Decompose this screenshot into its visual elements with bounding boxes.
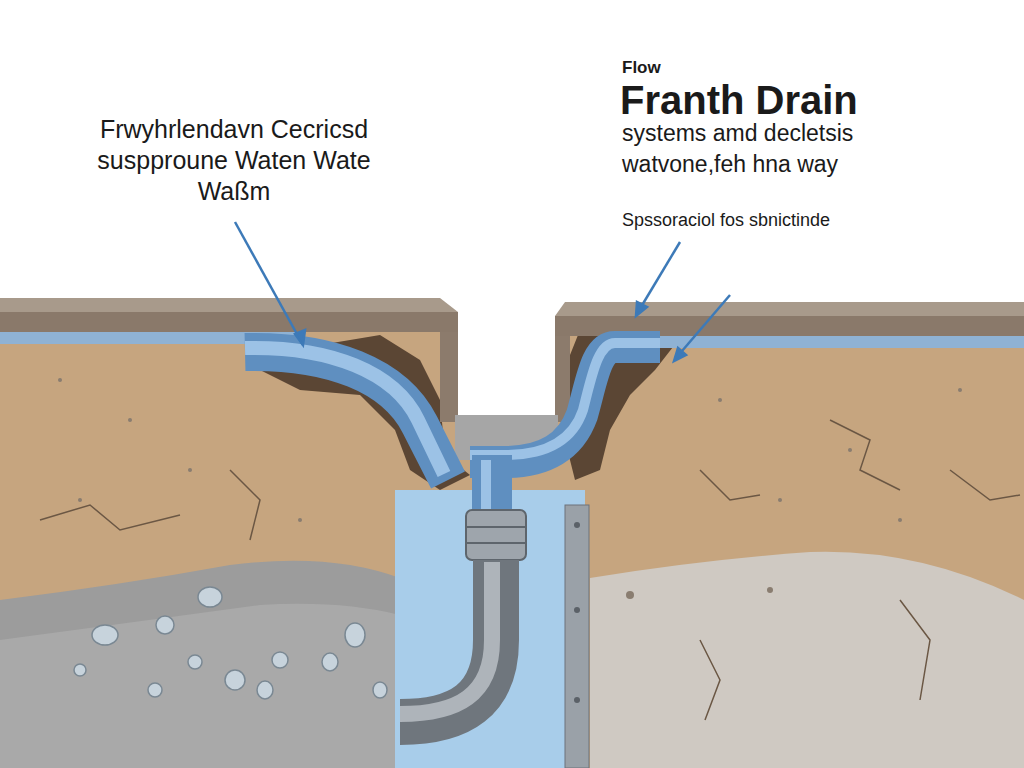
callout-text: Frwyhrlendavn Cecricsd suspproune Waten …: [78, 114, 390, 207]
water-droplets: [74, 587, 387, 699]
trench: [458, 312, 555, 422]
ground-surface: [555, 302, 1024, 316]
callout-text: Spssoraciol fos sbnictinde: [622, 208, 952, 232]
water-column: [395, 490, 585, 768]
subtitle-text: systems amd decletsis watvone,feh hna wa…: [622, 118, 962, 180]
ground-surface: [0, 298, 458, 312]
flow-label: Flow: [622, 58, 742, 78]
pipe-coupling: [466, 510, 526, 560]
excavated-soil: [240, 330, 470, 490]
drain-pipe: [245, 343, 660, 515]
outlet-pipe: [400, 560, 496, 722]
ground-surface: [0, 312, 458, 332]
wet-gravel-layer: [0, 561, 400, 768]
water-layer: [660, 336, 1024, 348]
wet-gravel-layer: [0, 604, 400, 768]
outlet-pipe: [400, 562, 492, 714]
leader-line: [235, 222, 730, 361]
subsoil-layer: [590, 552, 1024, 768]
diagram-title: Franth Drain: [620, 78, 980, 122]
metal-plate: [565, 505, 589, 768]
